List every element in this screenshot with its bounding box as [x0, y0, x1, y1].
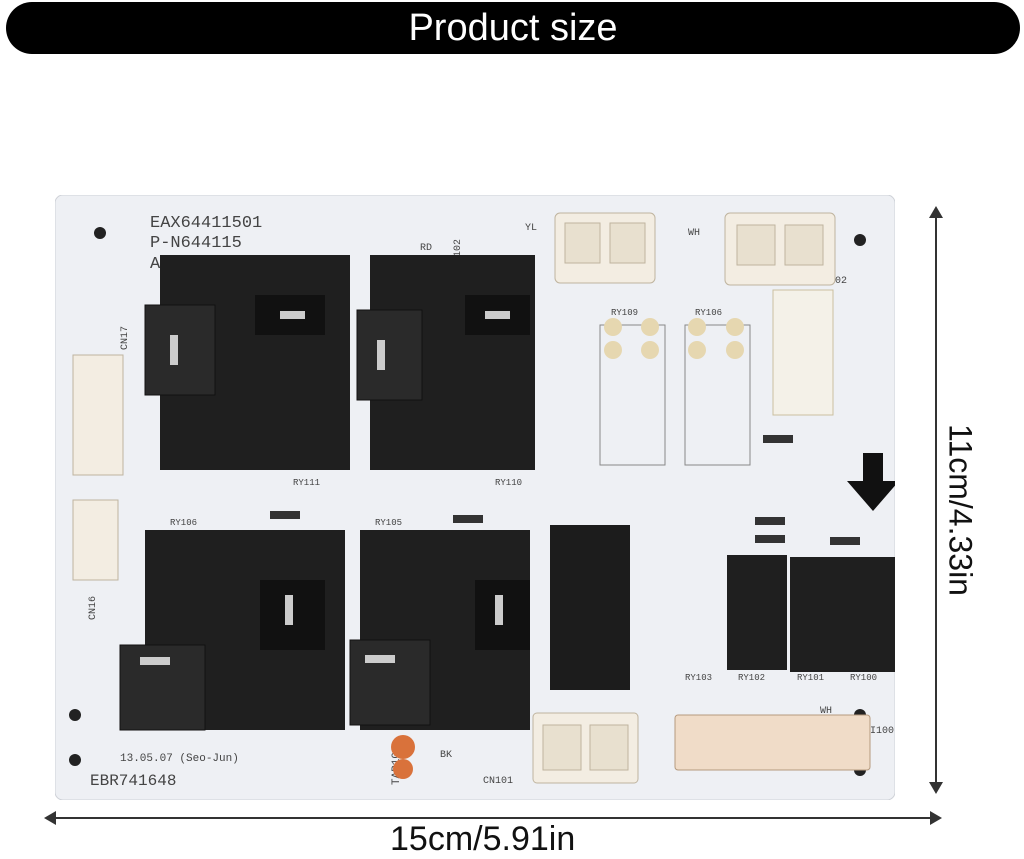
- arrow-left-icon: [44, 811, 56, 825]
- relay-label: RY109: [611, 308, 638, 318]
- relay-ry105: [349, 530, 530, 730]
- diode: [755, 535, 785, 543]
- relay-label: RY102: [738, 673, 765, 683]
- diode: [453, 515, 483, 523]
- connector-cn16: [72, 499, 119, 581]
- relay-ry102: [727, 555, 787, 670]
- ebr-number: EBR741648: [90, 772, 176, 790]
- relay-label: RY101: [797, 673, 824, 683]
- relay-label: RY100: [850, 673, 877, 683]
- relay-label: RY110: [495, 478, 522, 488]
- connector-cn100: [674, 714, 871, 771]
- relay-ry100: [850, 557, 895, 672]
- connector-wh: [724, 212, 836, 286]
- relay-label: RY106: [695, 308, 722, 318]
- relay-footprint-ry106b: [684, 324, 751, 466]
- bk-label-2: BK: [440, 750, 452, 761]
- arrow-down-icon: [847, 453, 895, 511]
- relay-white: [772, 289, 834, 416]
- diode: [763, 435, 793, 443]
- relay-label: RY111: [293, 478, 320, 488]
- mount-hole: [69, 754, 81, 766]
- yl-label: YL: [525, 223, 537, 234]
- wh-label-2: WH: [820, 706, 832, 717]
- height-dimension-line: [935, 210, 937, 790]
- connector-cn101: [532, 712, 639, 784]
- part-number-2: P-N644115: [150, 234, 242, 253]
- part-number-1: EAX64411501: [150, 214, 262, 233]
- relay-label: RY106: [170, 518, 197, 528]
- circuit-board-photo: EAX64411501 P-N644115 ACCE20 EBR741648 1…: [55, 195, 895, 800]
- relay-label: RY103: [685, 673, 712, 683]
- relay-ry110: [356, 255, 535, 470]
- cn101-label: CN101: [483, 776, 513, 787]
- relay-ry101: [790, 557, 850, 672]
- relay-label: RY105: [375, 518, 402, 528]
- relay-ry111: [144, 255, 350, 470]
- cn100-label: I100: [870, 726, 894, 737]
- cn17-label: CN17: [120, 326, 131, 350]
- date-text: 13.05.07 (Seo-Jun): [120, 753, 239, 765]
- cn16-label: CN16: [88, 596, 99, 620]
- width-label: 15cm/5.91in: [390, 820, 576, 858]
- diode: [270, 511, 300, 519]
- title-banner: Product size: [6, 2, 1020, 54]
- diode: [755, 517, 785, 525]
- relay-footprint-ry109: [599, 324, 666, 466]
- mount-hole: [854, 234, 866, 246]
- mount-hole: [69, 709, 81, 721]
- banner-title: Product size: [408, 6, 618, 49]
- arrow-down-small-icon: [929, 782, 943, 794]
- width-dimension-line: [48, 817, 938, 819]
- connector-yl: [554, 212, 656, 284]
- mount-hole: [94, 227, 106, 239]
- connector-cn17: [72, 354, 124, 476]
- arrow-up-icon: [929, 206, 943, 218]
- relay-ry106: [119, 530, 345, 731]
- rd-label: RD: [420, 243, 432, 254]
- diode: [830, 537, 860, 545]
- wh-label: WH: [688, 228, 700, 239]
- tab101-terminal: [391, 735, 415, 759]
- relay-ry103: [550, 525, 630, 690]
- arrow-right-icon: [930, 811, 942, 825]
- height-label: 11cm/4.33in: [942, 424, 979, 596]
